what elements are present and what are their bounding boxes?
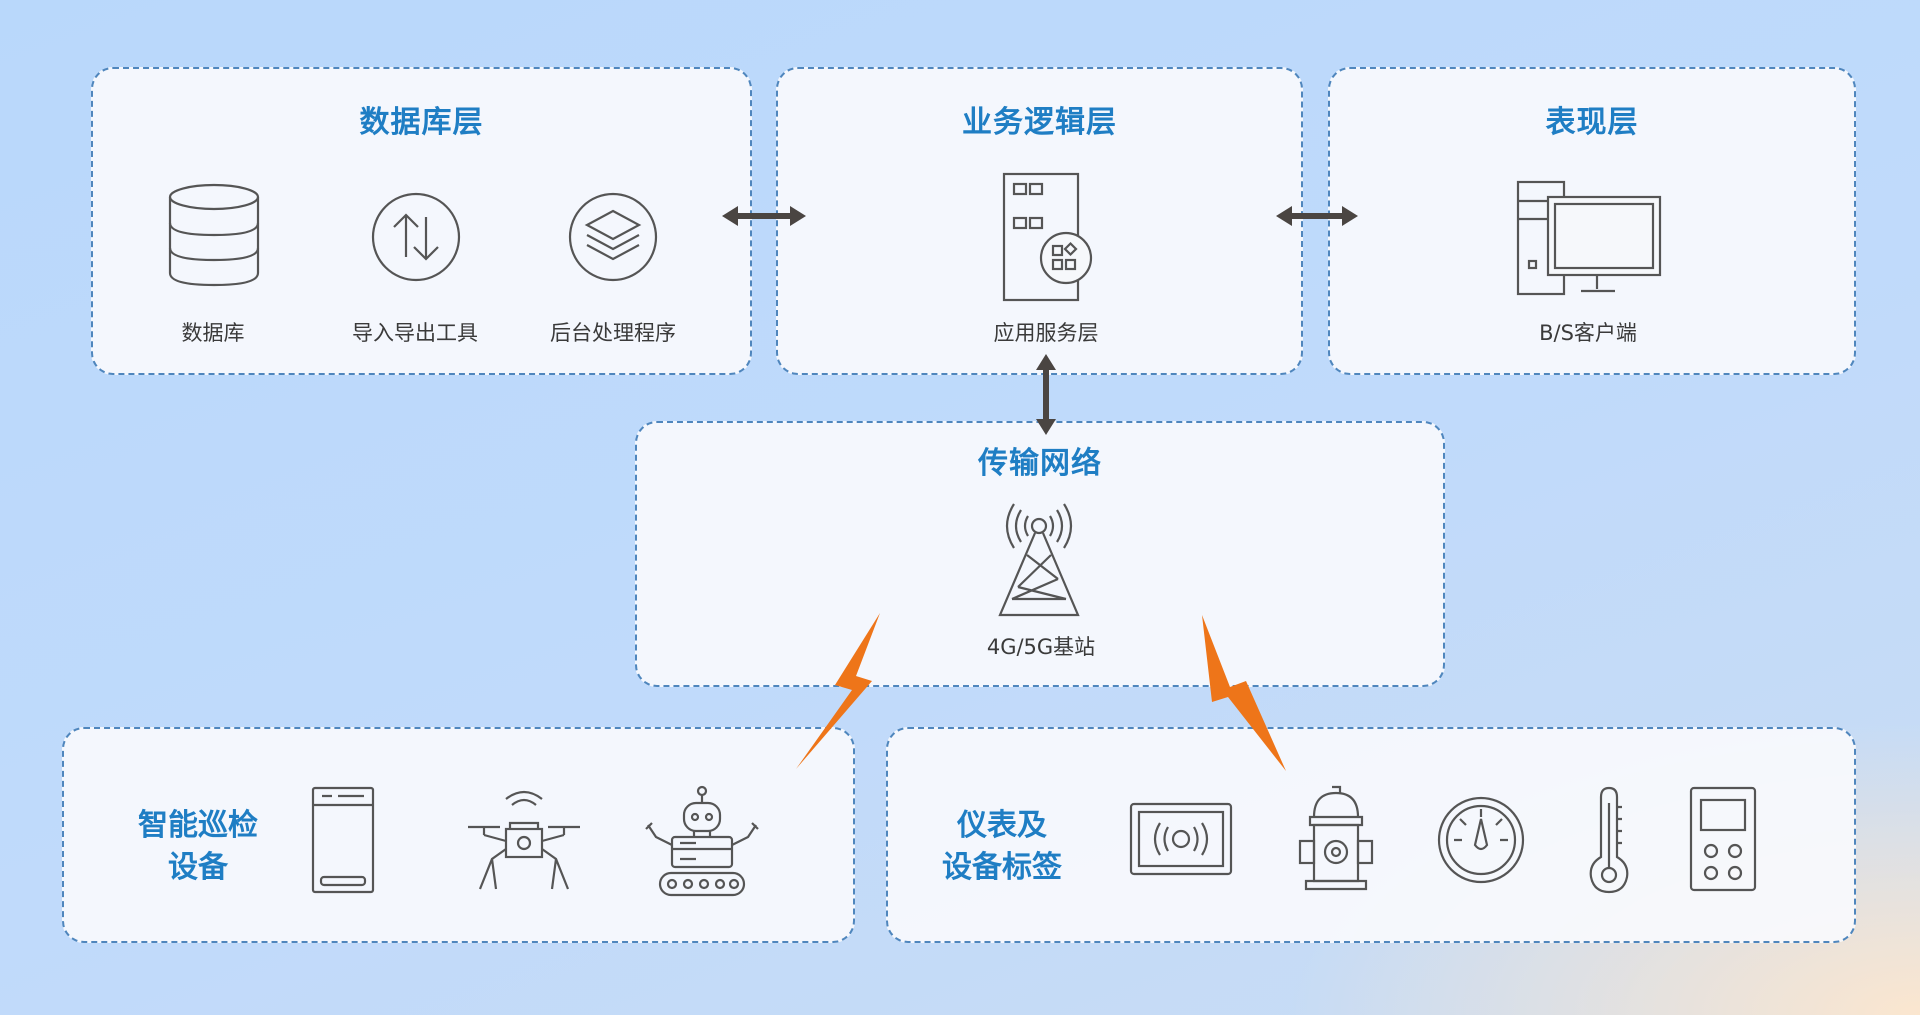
transport-network-panel: 传输网络 4G/5G基站 <box>635 421 1445 687</box>
meter-device-icon <box>1688 785 1758 893</box>
pressure-gauge-icon <box>1436 795 1526 885</box>
meter-title-line2: 设备标签 <box>942 850 1062 885</box>
meter-tags-title: 仪表及 设备标签 <box>932 805 1072 889</box>
meter-title-line1: 仪表及 <box>957 808 1047 843</box>
inspection-title-line2: 设备 <box>168 850 228 885</box>
desktop-computer-icon <box>1515 179 1665 299</box>
import-export-label: 导入导出工具 <box>352 321 478 345</box>
handheld-terminal-icon <box>310 785 376 895</box>
inspection-title-line1: 智能巡检 <box>138 808 258 843</box>
drone-icon <box>466 789 582 893</box>
presentation-layer-panel: 表现层 B/S客户端 <box>1328 67 1856 375</box>
database-layer-panel: 数据库层 数据库 导入导出工具 后台处理程序 <box>91 67 752 375</box>
thermometer-icon <box>1584 785 1634 895</box>
cell-tower-icon <box>996 499 1082 619</box>
layers-icon <box>567 191 659 283</box>
robot-icon <box>642 785 762 899</box>
bs-client-label: B/S客户端 <box>1539 321 1637 345</box>
server-icon <box>1000 172 1100 302</box>
business-logic-layer-panel: 业务逻辑层 应用服务层 <box>776 67 1303 375</box>
background-process-label: 后台处理程序 <box>550 321 676 345</box>
rfid-tag-icon <box>1128 801 1234 877</box>
inspection-devices-title: 智能巡检 设备 <box>128 805 268 889</box>
presentation-layer-title: 表现层 <box>1545 105 1639 140</box>
base-station-label: 4G/5G基站 <box>986 635 1096 659</box>
transport-network-title: 传输网络 <box>978 446 1102 481</box>
fire-hydrant-icon <box>1296 785 1376 893</box>
meter-tags-panel: 仪表及 设备标签 <box>886 727 1856 943</box>
database-label: 数据库 <box>181 321 245 345</box>
business-logic-layer-title: 业务逻辑层 <box>962 105 1117 140</box>
database-layer-title: 数据库层 <box>359 105 484 140</box>
app-service-label: 应用服务层 <box>993 321 1099 345</box>
inspection-devices-panel: 智能巡检 设备 <box>62 727 855 943</box>
database-icon <box>164 181 264 291</box>
import-export-icon <box>370 191 462 283</box>
